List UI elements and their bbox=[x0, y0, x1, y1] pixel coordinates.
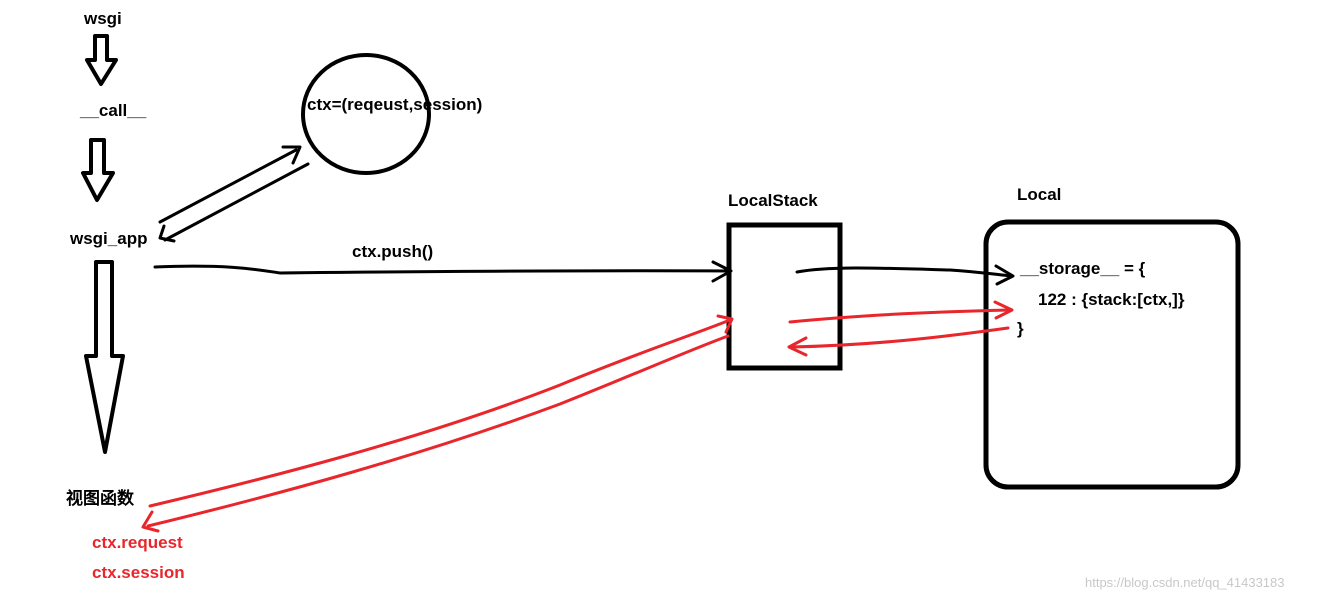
ctx-definition-label: ctx=(reqeust,session) bbox=[307, 95, 482, 114]
ctx-push-label: ctx.push() bbox=[352, 242, 433, 261]
wsgi-label: wsgi bbox=[83, 9, 122, 28]
call-label: __call__ bbox=[79, 101, 147, 120]
storage-close-text: } bbox=[1017, 319, 1024, 338]
view-function-label: 视图函数 bbox=[66, 488, 135, 508]
storage-entry-text: 122 : {stack:[ctx,]} bbox=[1038, 290, 1185, 309]
push-arrow bbox=[153, 260, 733, 283]
ctx-request-label: ctx.request bbox=[92, 533, 183, 552]
double-arrow-wsgi-app-circle bbox=[158, 145, 310, 243]
local-box bbox=[983, 219, 1241, 490]
local-title: Local bbox=[1017, 185, 1061, 204]
ctx-session-label: ctx.session bbox=[92, 563, 185, 582]
localstack-box bbox=[726, 222, 843, 371]
watermark-text: https://blog.csdn.net/qq_41433183 bbox=[1085, 575, 1285, 590]
red-arrows-view-localstack bbox=[141, 314, 734, 533]
down-arrow-wsgi-app-to-view bbox=[84, 260, 125, 454]
localstack-title: LocalStack bbox=[728, 191, 818, 210]
ctx-circle bbox=[301, 53, 431, 175]
wsgi-app-label: wsgi_app bbox=[69, 229, 147, 248]
storage-open-text: __storage__ = { bbox=[1019, 259, 1146, 278]
down-arrow-wsgi-to-call bbox=[85, 34, 118, 86]
localstack-to-local-arrow bbox=[795, 264, 1015, 286]
red-arrows-localstack-local bbox=[787, 300, 1014, 357]
down-arrow-call-to-wsgi-app bbox=[81, 138, 115, 202]
